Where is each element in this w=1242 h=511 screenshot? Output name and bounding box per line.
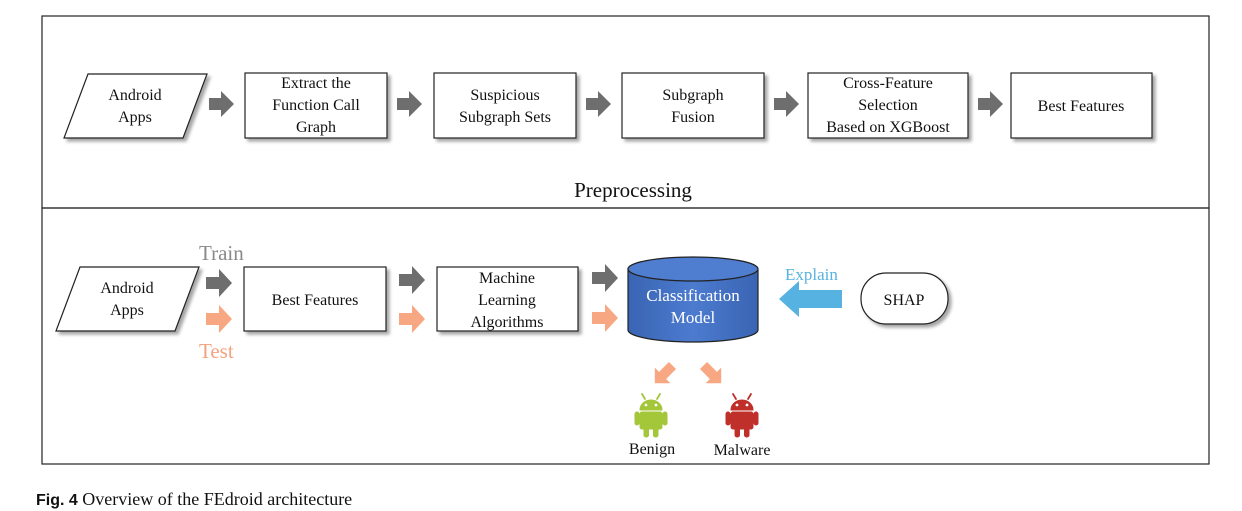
step-label: Subgraph — [662, 87, 723, 104]
input-label: Apps — [110, 302, 144, 319]
test-arrow — [399, 305, 425, 333]
malware-android-icon — [725, 393, 759, 438]
step-label: Android — [108, 87, 161, 104]
train-label: Train — [199, 241, 244, 265]
step-label: Suspicious — [470, 87, 539, 104]
step-label: Cross-Feature — [843, 75, 933, 92]
shap-box: SHAP — [860, 272, 949, 325]
model-label: Classification — [646, 286, 740, 305]
figure-number: Fig. 4 — [36, 492, 78, 509]
box-label: Learning — [478, 292, 536, 309]
flow-arrow — [774, 91, 799, 117]
step-best-features: Best Features — [1010, 72, 1153, 139]
step-label: Based on XGBoost — [826, 119, 950, 136]
flow-arrow — [397, 91, 422, 117]
test-arrow — [592, 304, 618, 332]
flow-arrow — [209, 91, 234, 117]
malware-label: Malware — [714, 442, 771, 459]
step-label: Subgraph Sets — [459, 109, 551, 126]
train-arrow — [399, 266, 425, 294]
svg-text:Best Features: Best Features — [272, 292, 359, 309]
box-label: Algorithms — [471, 314, 544, 331]
step-label: Selection — [858, 97, 918, 114]
step-label: Function Call — [272, 97, 360, 114]
step-label: Best Features — [1038, 98, 1125, 115]
flow-arrow — [586, 91, 611, 117]
benign-android-icon — [634, 393, 668, 438]
step-label: Graph — [296, 119, 336, 136]
svg-text:Best Features: Best Features — [1038, 98, 1125, 115]
malware-arrow — [699, 361, 722, 384]
test-arrow — [206, 305, 232, 333]
train-arrow — [592, 264, 618, 292]
input-label: Android — [100, 280, 153, 297]
train-arrow — [206, 269, 232, 297]
flow-arrow — [978, 91, 1003, 117]
benign-label: Benign — [629, 441, 675, 458]
shap-label: SHAP — [884, 292, 925, 309]
box-label: Machine — [479, 270, 535, 287]
best-features-box: Best Features — [243, 266, 387, 332]
explain-label: Explain — [785, 265, 838, 284]
classification-panel — [41, 207, 1210, 465]
figure-caption: Fig. 4 Overview of the FEdroid architect… — [36, 489, 352, 510]
preprocessing-title: Preprocessing — [574, 178, 692, 202]
test-label: Test — [199, 339, 234, 363]
model-label: Model — [671, 308, 716, 327]
figure-caption-text: Overview of the FEdroid architecture — [82, 489, 353, 509]
step-label: Apps — [118, 109, 152, 126]
svg-text:SHAP: SHAP — [884, 292, 925, 309]
explain-arrow — [779, 281, 842, 317]
benign-arrow — [654, 361, 677, 384]
step-label: Extract the — [281, 75, 351, 92]
step-label: Fusion — [671, 109, 715, 126]
box-label: Best Features — [272, 292, 359, 309]
